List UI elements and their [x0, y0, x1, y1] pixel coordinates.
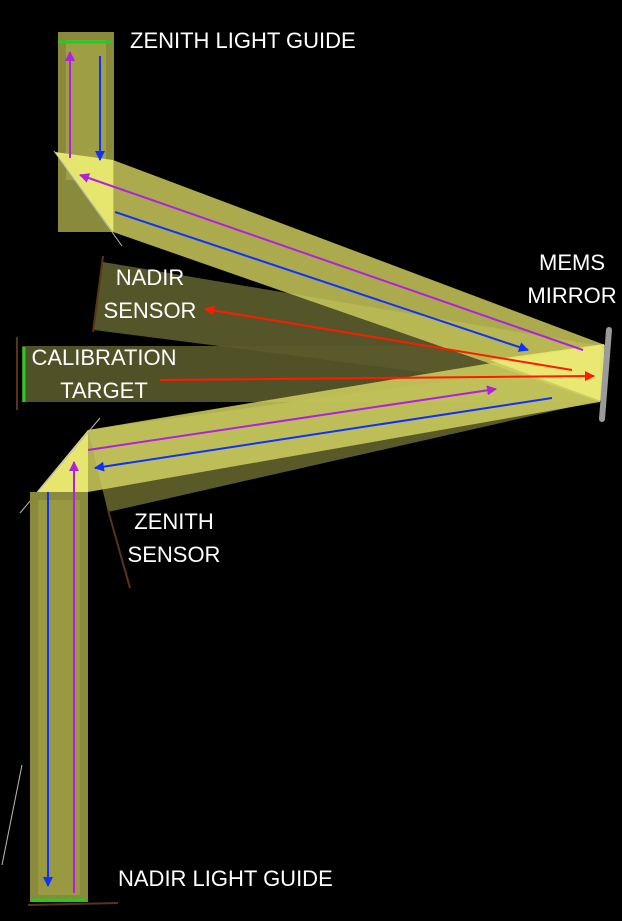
nadir-guide-edge — [1, 764, 23, 866]
nadir-light-guide-label: NADIR LIGHT GUIDE — [118, 866, 333, 891]
nadir-sensor-edge — [92, 255, 104, 333]
purple-arrow-mirror-to-zenith — [79, 173, 584, 351]
zenith-sensor-label-line2: SENSOR — [128, 542, 221, 567]
calibration-target-label-line1: CALIBRATION — [31, 345, 176, 370]
zenith-beam — [62, 160, 605, 402]
nadir-guide-bottom-edge — [27, 902, 119, 906]
nadir-sensor-label-line2: SENSOR — [104, 298, 197, 323]
zenith-sensor-edge — [107, 509, 131, 589]
blue-arrow-zenith-to-mirror — [114, 211, 529, 352]
blue-arrow-mirror-to-nadir — [94, 397, 553, 472]
mems-mirror-label-line1: MEMS — [539, 250, 605, 275]
mems-mirror-label-line2: MIRROR — [527, 283, 616, 308]
nadir-sensor-label-line1: NADIR — [116, 265, 184, 290]
red-arrow-mirror-to-nadir-sensor — [204, 305, 573, 371]
purple-arrow-nadir-to-mirror — [87, 385, 497, 451]
mirror-convergence — [490, 344, 604, 402]
zenith-light-guide-label: ZENITH LIGHT GUIDE — [130, 28, 356, 53]
calibration-target-label-line2: TARGET — [60, 378, 148, 403]
nadir-beam — [88, 345, 600, 492]
mems-mirror — [599, 327, 612, 422]
nadir-fold-prism — [30, 430, 88, 500]
zenith-sensor-label-line1: ZENITH — [134, 509, 213, 534]
red-arrow-target-to-mirror — [159, 371, 595, 382]
